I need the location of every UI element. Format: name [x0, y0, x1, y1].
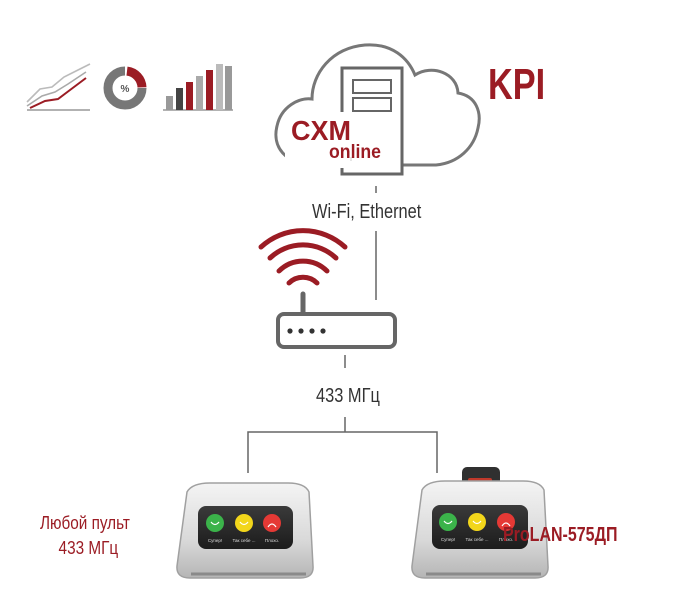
left-device-caption-line1: Любой пульт [40, 513, 130, 533]
left-device-caption: Любой пульт 433 МГц [40, 511, 130, 561]
line-chart-icon [26, 63, 91, 111]
cloud-brand-sub: online [329, 142, 381, 163]
connector-433 [247, 355, 438, 473]
link-top-label: Wi-Fi, Ethernet [312, 201, 422, 223]
left-btn-label-ok: Так себе ... [232, 538, 255, 543]
bar-chart-icon [163, 64, 233, 111]
cloud-server-icon [274, 43, 481, 176]
right-btn-label-good: Супер! [441, 537, 455, 542]
right-device [411, 467, 549, 579]
right-btn-label-ok: Так себе ... [465, 537, 488, 542]
left-btn-label-bad: Плохо. [265, 538, 279, 543]
left-btn-label-good: Супер! [208, 538, 222, 543]
cloud-brand-main: CXM [291, 115, 351, 146]
donut-percent-icon: % [103, 66, 147, 110]
right-device-caption: ProLAN-575ДП [503, 524, 618, 546]
right-btn-label-bad: Плохо. [499, 537, 513, 542]
kpi-label: KPI [488, 60, 546, 109]
svg-text:%: % [121, 84, 130, 95]
left-device [176, 482, 314, 579]
wifi-router-icon [258, 228, 397, 349]
left-device-caption-line2: 433 МГц [58, 538, 119, 558]
link-bottom-label: 433 МГц [316, 385, 380, 407]
